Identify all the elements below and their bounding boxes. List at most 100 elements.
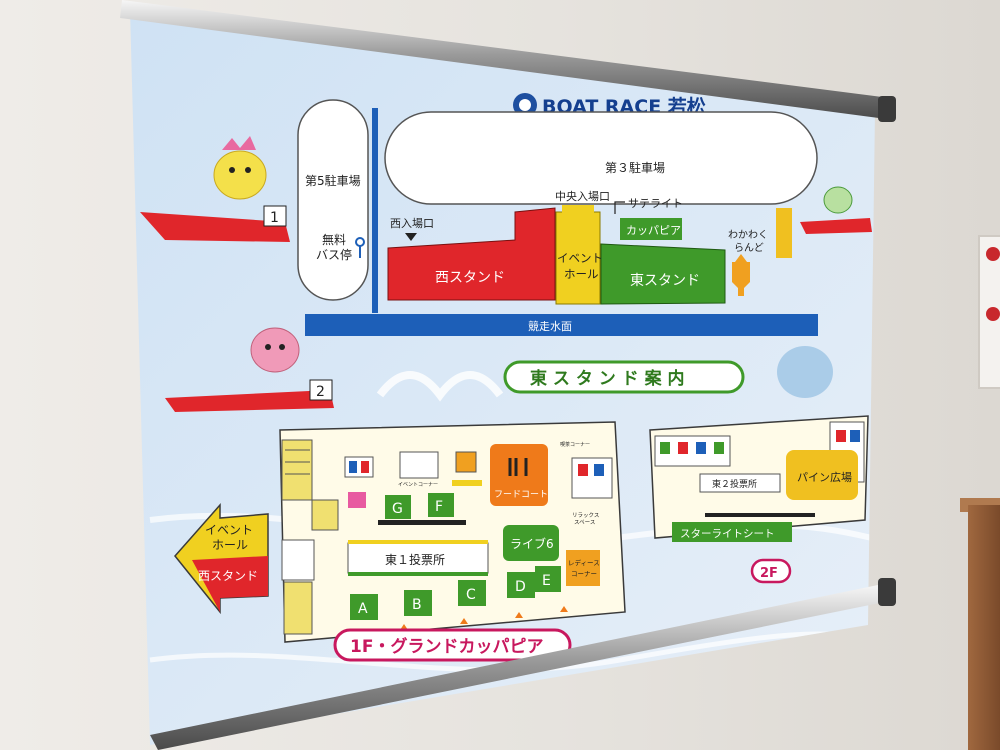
boat-2-digit: 2 bbox=[316, 384, 325, 400]
top-rod bbox=[120, 0, 894, 120]
ladies-line2: コーナー bbox=[571, 570, 597, 578]
zone-e bbox=[535, 566, 561, 592]
toilet-women-icon bbox=[361, 461, 369, 473]
mascot-yellow-icon bbox=[213, 150, 267, 200]
zone-d-label: D bbox=[515, 579, 526, 595]
ticket1-label: 東１投票所 bbox=[385, 552, 445, 567]
ticket2-area bbox=[699, 473, 781, 493]
toilet-women-icon bbox=[578, 464, 588, 476]
direction-arrow-red-part bbox=[192, 556, 268, 612]
wakuwaku-line1: わかわく bbox=[728, 229, 768, 241]
floor1-label-banner bbox=[333, 628, 572, 662]
arrow-line3: 西スタンド bbox=[198, 569, 258, 583]
wakuwaku-line2: らんど bbox=[734, 242, 764, 254]
floor1-pink-room bbox=[348, 492, 366, 508]
logo-inner-icon bbox=[519, 99, 531, 111]
zone-gf-strip bbox=[378, 520, 466, 525]
live6-area bbox=[503, 525, 559, 561]
pine-plaza-label: パイン広場 bbox=[797, 471, 852, 484]
floor2-room-icon bbox=[660, 442, 670, 454]
wooden-cabinet bbox=[968, 505, 1000, 750]
ticket1-strip bbox=[348, 540, 488, 544]
red-button-icon bbox=[986, 307, 1000, 321]
boat-2-icon bbox=[165, 390, 334, 412]
floor1-stair-mid bbox=[311, 499, 339, 531]
starlight-label: スターライトシート bbox=[680, 528, 775, 540]
zone-b-label: B bbox=[412, 597, 422, 613]
toilet-men-icon bbox=[696, 442, 706, 454]
boat-1-digit: 1 bbox=[270, 210, 279, 226]
toilet-men-icon bbox=[349, 461, 357, 473]
arrow-line2: ホール bbox=[212, 538, 248, 552]
event-hall-building bbox=[555, 211, 601, 305]
zone-a-label: A bbox=[358, 601, 368, 617]
satellite-label: サテライト bbox=[628, 197, 683, 210]
bus-stop-line1: 無料 bbox=[322, 232, 346, 247]
top-rod-endcap bbox=[878, 96, 896, 122]
ladies-corner bbox=[566, 550, 600, 586]
wave-decoration bbox=[376, 371, 504, 402]
floor1-label: 1F・グランドカッパピア bbox=[350, 636, 543, 657]
zone-f bbox=[428, 493, 454, 517]
zone-a bbox=[350, 594, 378, 620]
ticket1-strip bbox=[348, 572, 488, 576]
mascot-eye bbox=[265, 344, 271, 350]
satellite-pointer bbox=[614, 201, 625, 214]
event-corner-area bbox=[399, 451, 439, 479]
zone-g bbox=[385, 495, 411, 519]
zone-c bbox=[458, 580, 486, 606]
toilet-women-icon bbox=[836, 430, 846, 442]
zone-d bbox=[507, 572, 535, 598]
wall-fire-panel bbox=[978, 235, 1000, 389]
boat-green-icon bbox=[800, 218, 872, 234]
mascot-pink-icon bbox=[250, 327, 300, 373]
floor1-plan bbox=[279, 421, 626, 643]
smoking-corner-label: 喫茶コーナー bbox=[560, 441, 590, 448]
east-annex-building bbox=[776, 208, 792, 258]
starlight-strip bbox=[705, 513, 815, 517]
central-gate-label: 中央入場口 bbox=[555, 190, 610, 203]
zone-e-label: E bbox=[542, 573, 551, 589]
guide-title-banner bbox=[503, 360, 745, 394]
east-stand-label: 東スタンド bbox=[630, 273, 700, 289]
toilet-men-icon bbox=[594, 464, 604, 476]
event-hall-line1: イベント bbox=[557, 251, 603, 265]
arrow-line1: イベント bbox=[205, 523, 253, 537]
event-corner-label: イベントコーナー bbox=[398, 482, 438, 488]
west-gate-label: 西入場口 bbox=[390, 217, 434, 230]
mascot-eye bbox=[229, 167, 235, 173]
mascot-eye bbox=[279, 344, 285, 350]
zone-yellow-strip bbox=[452, 480, 482, 486]
mascot-blue-icon bbox=[777, 346, 833, 398]
red-button-icon bbox=[986, 247, 1000, 261]
food-court-area bbox=[490, 444, 548, 506]
zone-f-label: F bbox=[435, 499, 443, 515]
relax-line1: リラックス bbox=[572, 512, 599, 519]
relax-line2: スペース bbox=[574, 519, 595, 526]
fork-knife-icon bbox=[508, 458, 528, 476]
boat-1-icon bbox=[140, 212, 290, 242]
event-hall-roof bbox=[562, 205, 594, 215]
live6-label: ライブ6 bbox=[510, 536, 554, 551]
ticket2-label: 東２投票所 bbox=[712, 478, 757, 490]
bottom-rod-endcap bbox=[878, 578, 896, 606]
locker-icon bbox=[455, 451, 477, 473]
west-gate-arrow-icon bbox=[405, 233, 417, 241]
water-surface bbox=[305, 314, 818, 336]
wakuwaku-land-shape bbox=[732, 254, 750, 296]
mascot-hair bbox=[222, 136, 256, 150]
food-court-label: フードコート bbox=[494, 490, 548, 500]
floor2-label-banner bbox=[750, 558, 792, 584]
starlight-banner bbox=[672, 522, 792, 542]
zone-g-label: G bbox=[392, 501, 403, 517]
guide-title: 東 ス タ ン ド 案 内 bbox=[530, 368, 685, 389]
water-surface-label: 競走水面 bbox=[528, 319, 572, 333]
zone-b bbox=[404, 590, 432, 616]
west-stand-building bbox=[387, 207, 556, 301]
bottom-rod bbox=[150, 585, 894, 750]
floor1-corridor-left bbox=[281, 539, 315, 581]
parking-3-area bbox=[384, 111, 818, 205]
east-stand-building bbox=[600, 243, 726, 305]
accessible-icon bbox=[714, 442, 724, 454]
